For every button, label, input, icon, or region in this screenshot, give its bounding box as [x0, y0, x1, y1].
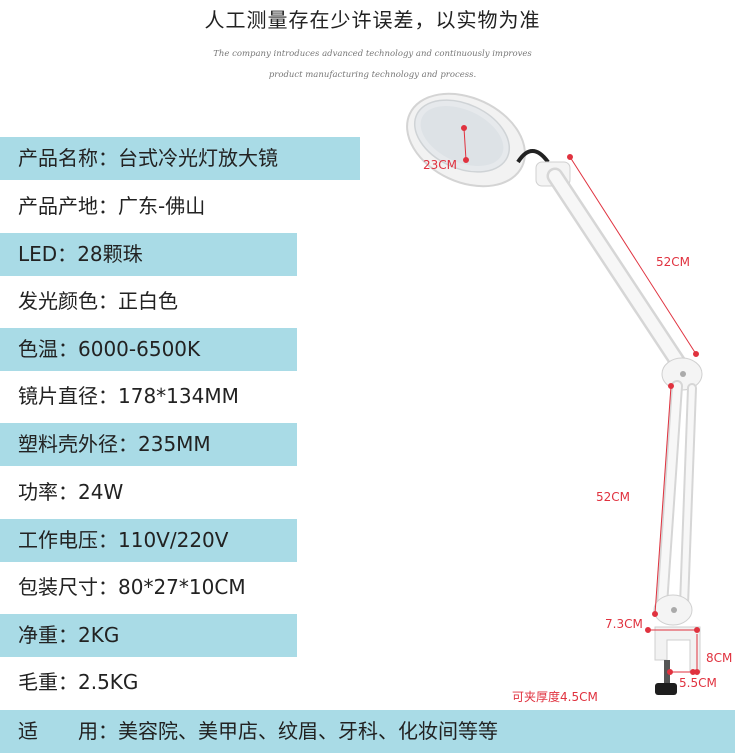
spec-value: 正白色: [118, 289, 178, 313]
headline: 人工测量存在少许误差，以实物为准: [204, 8, 541, 32]
spec-row-lens-diameter: 镜片直径：178*134MM: [0, 375, 239, 418]
tagline-line-2: product manufacturing technology and pro…: [268, 70, 477, 80]
spec-row-color-temp: 色温：6000-6500K: [0, 328, 297, 371]
spec-row-applications: 适 用：美容院、美甲店、纹眉、牙科、化妆间等等: [0, 710, 735, 753]
dimension-label-base-width: 7.3CM: [605, 617, 643, 631]
joint-screw: [680, 371, 686, 377]
spec-row-power: 功率：24W: [0, 471, 123, 514]
spec-value: 80*27*10CM: [118, 575, 246, 599]
spec-row-light-color: 发光颜色：正白色: [0, 280, 178, 323]
spec-label: 包装尺寸：: [18, 575, 118, 599]
spec-label: 产品名称：: [18, 146, 118, 170]
dimension-label-upper-arm: 52CM: [656, 255, 691, 269]
dimension-label-lower-arm: 52CM: [596, 490, 631, 504]
spec-value: 2KG: [78, 623, 120, 647]
spec-value: 美容院、美甲店、纹眉、牙科、化妆间等等: [118, 719, 498, 743]
spec-value: 2.5KG: [78, 670, 139, 694]
dimension-label-clamp-depth: 5.5CM: [679, 676, 717, 690]
spec-row-gross-weight: 毛重：2.5KG: [0, 661, 138, 704]
spec-label: 镜片直径：: [18, 384, 118, 408]
spec-label: 发光颜色：: [18, 289, 118, 313]
company-tagline: The company introduces advanced technolo…: [0, 44, 745, 86]
spec-label: LED：: [18, 242, 78, 266]
spec-row-origin: 产品产地：广东-佛山: [0, 185, 205, 228]
dimension-label-head: 23CM: [423, 158, 458, 172]
lower-arm: [656, 380, 697, 611]
spec-value: 110V/220V: [118, 528, 229, 552]
spec-value: 24W: [78, 480, 124, 504]
spec-label: 色温：: [18, 337, 78, 361]
spec-row-shell-diameter: 塑料壳外径：235MM: [0, 423, 297, 466]
spec-value: 广东-佛山: [118, 194, 206, 218]
spec-label: 工作电压：: [18, 528, 118, 552]
spec-label: 功率：: [18, 480, 78, 504]
cable: [516, 149, 550, 164]
spec-row-package-size: 包装尺寸：80*27*10CM: [0, 566, 246, 609]
spec-value: 235MM: [138, 432, 211, 456]
dimension-label-clamp-height: 8CM: [706, 651, 733, 665]
joint-screw: [671, 607, 677, 613]
spec-row-voltage: 工作电压：110V/220V: [0, 519, 297, 562]
spec-label: 塑料壳外径：: [18, 432, 138, 456]
spec-label: 适 用：: [18, 719, 118, 743]
spec-value: 台式冷光灯放大镜: [118, 146, 278, 170]
magnifier-lamp-illustration: [406, 92, 703, 695]
spec-value: 28颗珠: [77, 242, 143, 266]
spec-row-led: LED：28颗珠: [0, 233, 297, 276]
spec-value: 6000-6500K: [78, 337, 201, 361]
dimension-lines: [461, 125, 700, 675]
tagline-line-1: The company introduces advanced technolo…: [213, 49, 532, 59]
dimension-label-clamp-thickness: 可夹厚度4.5CM: [512, 690, 598, 704]
spec-label: 毛重：: [18, 670, 78, 694]
spec-value: 178*134MM: [118, 384, 239, 408]
upper-arm: [546, 167, 692, 379]
spec-row-net-weight: 净重：2KG: [0, 614, 297, 657]
spec-label: 产品产地：: [18, 194, 118, 218]
spec-row-product-name: 产品名称：台式冷光灯放大镜: [0, 137, 360, 180]
spec-label: 净重：: [18, 623, 78, 647]
magnifier-head: [406, 92, 526, 188]
